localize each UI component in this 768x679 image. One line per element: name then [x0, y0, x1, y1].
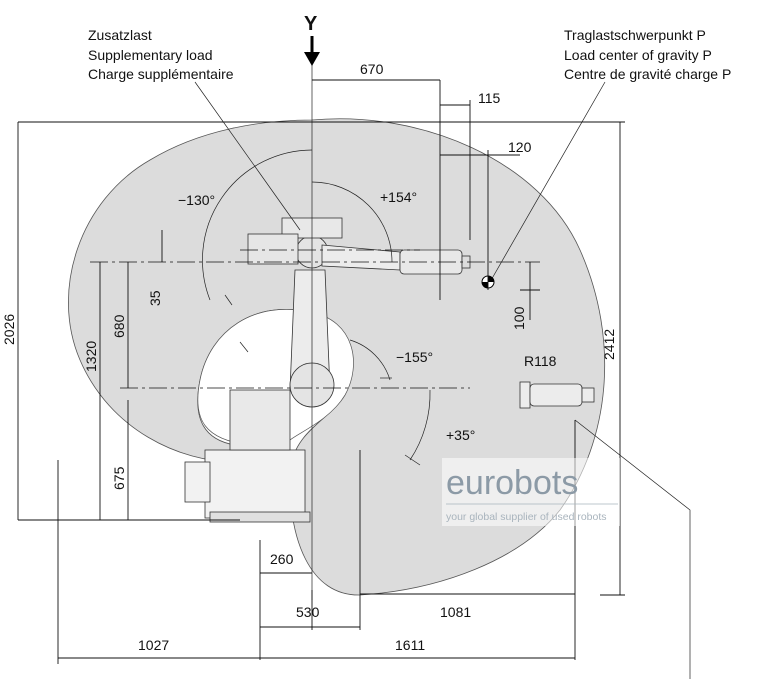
angle-neg155: −155°	[396, 349, 433, 365]
leader-supplementary-load	[194, 81, 301, 231]
watermark-brand: eurobots	[446, 464, 578, 502]
robot-base	[184, 389, 311, 523]
robot-arm	[247, 217, 471, 408]
leader-load-center	[489, 81, 606, 283]
watermark-tagline: your global supplier of used robots	[446, 511, 607, 523]
leader-r118	[574, 419, 691, 679]
dim-670: 670	[360, 61, 384, 77]
label-load-center-en: Load center of gravity P	[564, 47, 712, 63]
dim-100: 100	[511, 306, 527, 330]
label-load-center-de: Traglastschwerpunkt P	[564, 27, 706, 43]
robot-wrist-side-view	[519, 381, 595, 409]
dim-115: 115	[478, 90, 501, 106]
arc-neg155	[349, 339, 391, 381]
angle-pos154: +154°	[380, 189, 417, 205]
y-axis-label: Y	[304, 13, 318, 35]
arc-pos35	[409, 389, 431, 461]
dim-1027: 1027	[138, 637, 169, 653]
dim-2412: 2412	[601, 329, 617, 360]
dim-2026: 2026	[1, 314, 17, 345]
angle-neg130: −130°	[178, 192, 215, 208]
dim-1320: 1320	[83, 341, 99, 372]
label-load-center-fr: Centre de gravité charge P	[564, 66, 731, 82]
dim-260: 260	[270, 551, 294, 567]
radius-r118: R118	[524, 353, 557, 369]
dim-530: 530	[296, 604, 320, 620]
eurobots-watermark: eurobots your global supplier of used ro…	[442, 458, 620, 526]
arc-neg130	[202, 149, 313, 301]
dim-120: 120	[508, 139, 532, 155]
dim-35: 35	[147, 290, 163, 306]
dim-1611: 1611	[395, 637, 425, 653]
label-supplementary-load-de: Zusatzlast	[88, 27, 152, 43]
angle-pos35: +35°	[446, 427, 475, 443]
label-supplementary-load-fr: Charge supplémentaire	[88, 66, 234, 82]
dim-675: 675	[111, 466, 127, 490]
label-supplementary-load-en: Supplementary load	[88, 47, 213, 63]
dim-1081: 1081	[440, 604, 471, 620]
y-arrow-head	[304, 52, 320, 66]
dim-680: 680	[111, 314, 127, 338]
arc-pos154	[311, 181, 393, 263]
